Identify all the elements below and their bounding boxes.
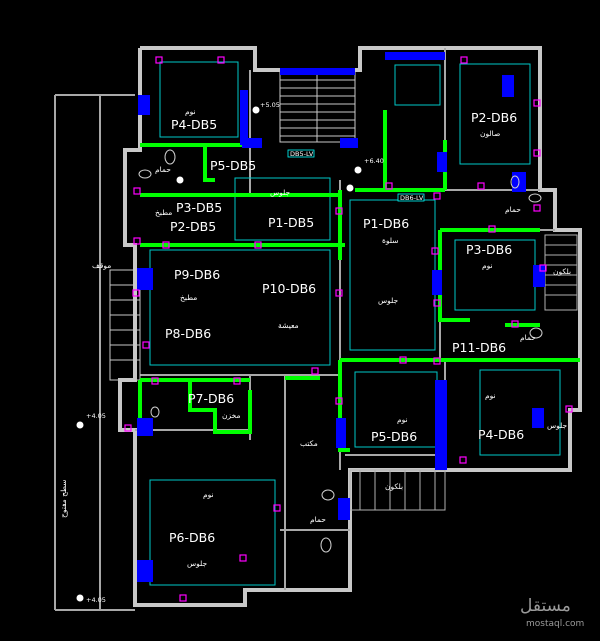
room-jolous-2: جلوس bbox=[378, 296, 399, 305]
panel-p2-db6: P2-DB6 bbox=[471, 110, 517, 125]
room-sath: سطح مفتوح bbox=[59, 480, 68, 518]
room-makhzan: مخزن bbox=[222, 411, 241, 420]
panel-p6-db6: P6-DB6 bbox=[169, 530, 215, 545]
room-balcony-1: بلكون bbox=[553, 267, 571, 276]
watermark: مستقل mostaql.com bbox=[520, 596, 584, 629]
room-matbakh-1: مطبخ bbox=[155, 208, 172, 217]
room-mawqif: موقف bbox=[92, 261, 111, 270]
panel-p5-db5: P5-DB5 bbox=[210, 158, 256, 173]
watermark-latin: mostaql.com bbox=[526, 619, 584, 629]
panel-p5-db6: P5-DB6 bbox=[371, 429, 417, 444]
room-maishah: معيشة bbox=[278, 321, 299, 330]
panel-p4-db6: P4-DB6 bbox=[478, 427, 524, 442]
panel-p7-db6: P7-DB6 bbox=[188, 391, 234, 406]
room-labels: نوم حمام مطبخ جلوس صالون سلوة جلوس نوم ح… bbox=[59, 107, 571, 568]
panel-labels: P4-DB5 P5-DB5 P3-DB5 P2-DB5 P1-DB5 P9-DB… bbox=[165, 110, 524, 545]
room-nom-5: نوم bbox=[203, 490, 214, 499]
panel-p11-db6: P11-DB6 bbox=[452, 340, 506, 355]
room-balcony-2: بلكون bbox=[385, 482, 403, 491]
panel-p1-db5: P1-DB5 bbox=[268, 215, 314, 230]
level-5-05: +5.05 bbox=[260, 101, 280, 109]
board-db5-lv: DB5-LV bbox=[290, 150, 314, 158]
level-6-40: +6.40 bbox=[364, 157, 384, 165]
room-nom-3: نوم bbox=[485, 391, 496, 400]
watermark-arabic: مستقل bbox=[520, 596, 571, 616]
board-db6-lv: DB6-LV bbox=[400, 194, 424, 202]
room-nom-4: نوم bbox=[397, 415, 408, 424]
room-jolous-4: جلوس bbox=[187, 559, 208, 568]
room-hamam-3: حمام bbox=[520, 333, 536, 342]
room-hamam-1: حمام bbox=[155, 165, 171, 174]
panel-p1-db6: P1-DB6 bbox=[363, 216, 409, 231]
panel-p10-db6: P10-DB6 bbox=[262, 281, 316, 296]
balconies bbox=[349, 234, 578, 511]
outer-walls bbox=[118, 46, 582, 607]
room-nom-1: نوم bbox=[185, 107, 196, 116]
room-sala: صالون bbox=[480, 129, 500, 138]
panel-p3-db6: P3-DB6 bbox=[466, 242, 512, 257]
level-symbols bbox=[76, 106, 362, 602]
stairs bbox=[109, 71, 356, 381]
board-tags: DB5-LV DB6-LV bbox=[287, 149, 425, 202]
room-jolous-3: جلوس bbox=[547, 421, 568, 430]
circuit-runs bbox=[138, 110, 580, 452]
room-salla: سلوة bbox=[382, 236, 399, 245]
panel-p4-db5: P4-DB5 bbox=[171, 117, 217, 132]
level-4-05-a: +4.05 bbox=[86, 412, 106, 420]
room-nom-2: نوم bbox=[482, 261, 493, 270]
fixtures bbox=[138, 149, 543, 553]
level-labels: +5.05 +6.40 +4.05 +4.05 bbox=[86, 101, 384, 604]
panel-p9-db6: P9-DB6 bbox=[174, 267, 220, 282]
room-matbakh-2: مطبخ bbox=[180, 293, 197, 302]
room-hamam-2: حمام bbox=[505, 205, 521, 214]
level-4-05-b: +4.05 bbox=[86, 596, 106, 604]
outlets bbox=[124, 56, 573, 602]
panel-p3-db5: P3-DB5 bbox=[176, 200, 222, 215]
room-jolous-1: جلوس bbox=[270, 188, 291, 197]
room-hamam-4: حمام bbox=[310, 515, 326, 524]
panel-p8-db6: P8-DB6 bbox=[165, 326, 211, 341]
room-maktab: مكتب bbox=[300, 439, 318, 448]
panel-p2-db5: P2-DB5 bbox=[170, 219, 216, 234]
